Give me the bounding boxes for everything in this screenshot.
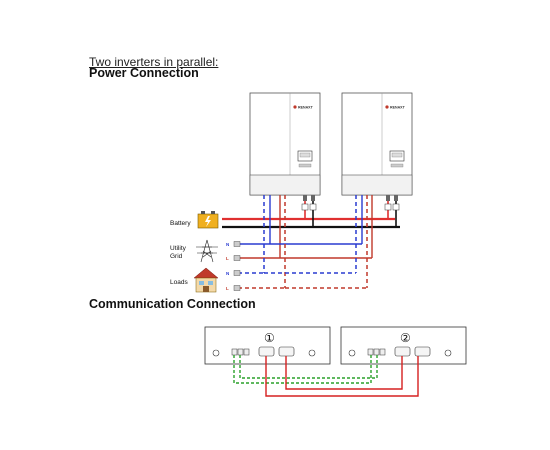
power-connection-title: Power Connection (89, 66, 199, 80)
utility-label-line2: Grid (170, 253, 183, 260)
loads-label: Loads (170, 279, 188, 286)
inverter-1: RENAXT (249, 92, 321, 201)
unit-1-number: ① (264, 331, 275, 345)
unit-2-number: ② (400, 331, 411, 345)
intro-title: Two inverters in parallel: (89, 55, 219, 69)
battery-icon (197, 211, 219, 229)
house-icon (193, 267, 219, 293)
brand-logo-icon (293, 105, 297, 109)
loads-live-label: L (226, 286, 229, 291)
communication-connection-title: Communication Connection (89, 297, 256, 311)
utility-tower-icon (196, 239, 218, 263)
comm-cables (233, 355, 419, 397)
battery-bus (222, 201, 400, 229)
utility-label-line1: Utility (170, 245, 187, 252)
comm-red-cable-1 (265, 356, 419, 397)
battery-label: Battery (170, 220, 191, 227)
loads-neutral-label: N (226, 271, 229, 276)
comm-green-cable-1 (233, 355, 372, 384)
brand-label: RENAXT (390, 106, 406, 110)
utility-neutral-label: N (226, 242, 229, 247)
brand-logo-icon (385, 105, 389, 109)
terminal-connectors (233, 241, 241, 291)
comm-unit-2: ② (340, 326, 467, 365)
comm-green-cable-2 (239, 355, 378, 379)
comm-unit-1: ① (204, 326, 331, 365)
inverter-2: RENAXT (341, 92, 413, 201)
utility-wiring (238, 195, 373, 259)
utility-live-label: L (226, 256, 229, 261)
loads-wiring (238, 195, 368, 289)
comm-red-cable-2 (285, 356, 403, 390)
brand-label: RENAXT (298, 106, 314, 110)
